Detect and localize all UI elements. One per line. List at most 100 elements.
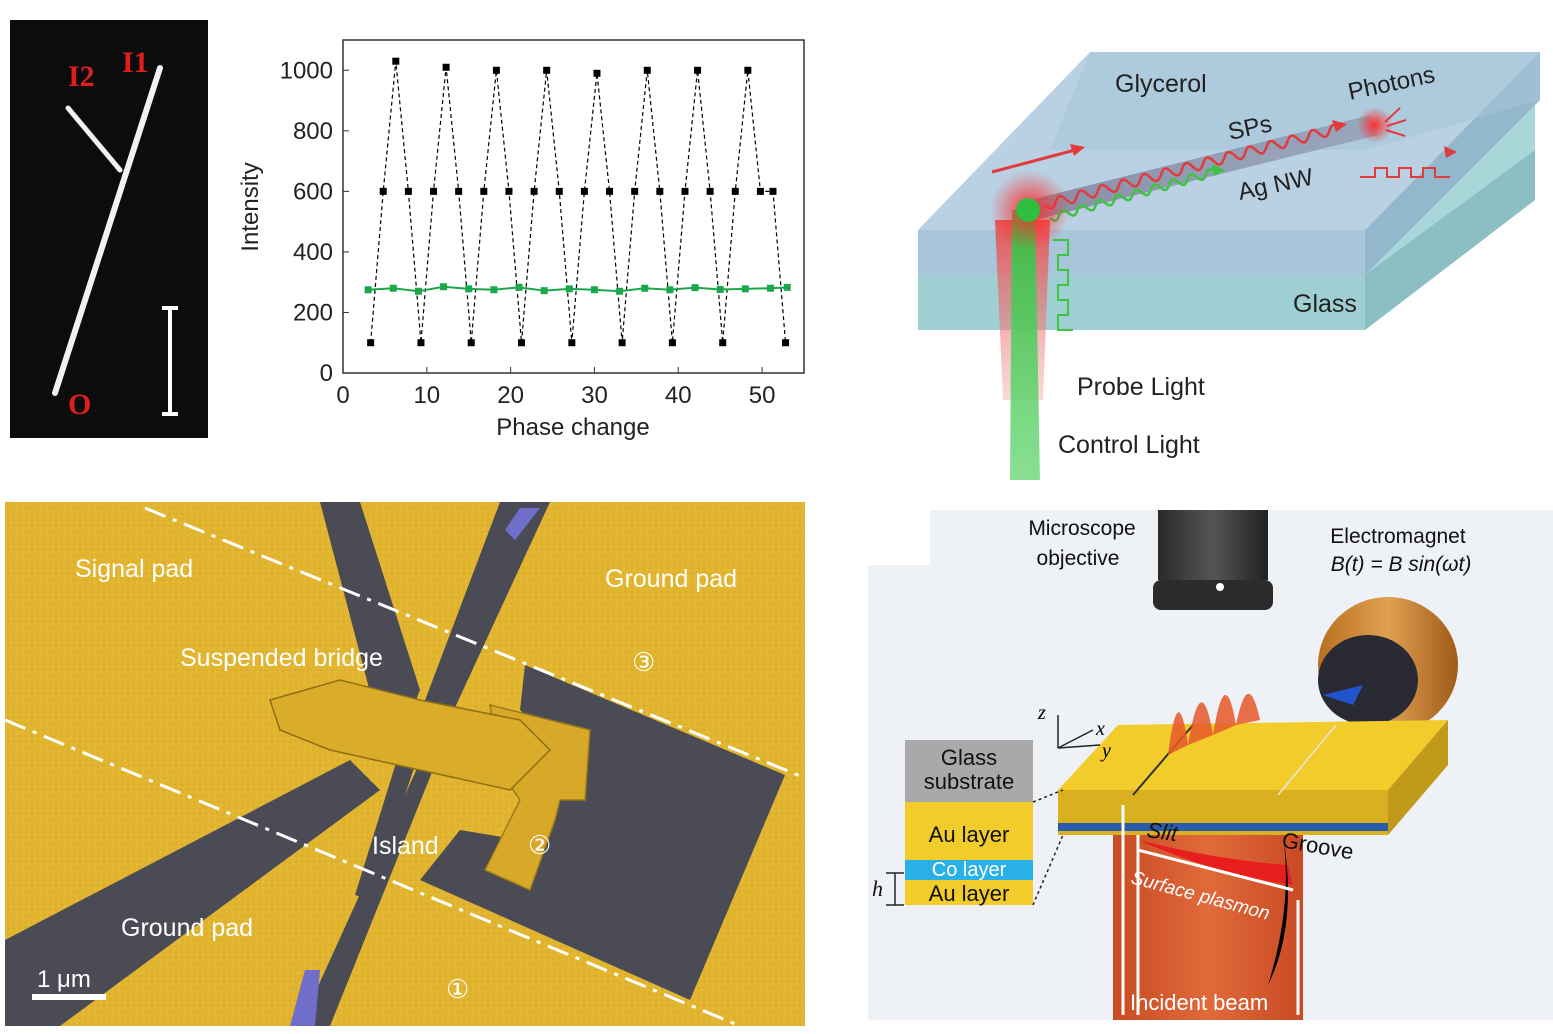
panel-d: z x y Glass substrate Au layer Co layer … xyxy=(868,505,1553,1025)
series-0-point xyxy=(480,187,488,195)
series-0-point xyxy=(455,187,463,195)
x-tick-label: 40 xyxy=(665,382,692,409)
thickness-h-label: h xyxy=(872,876,883,901)
label-suspended-bridge: Suspended bridge xyxy=(180,644,383,672)
series-0-point xyxy=(593,69,601,77)
electromagnet xyxy=(1318,597,1458,733)
y-tick-label: 1000 xyxy=(280,57,333,84)
series-0-point xyxy=(555,187,563,195)
chart-xlabel: Phase change xyxy=(496,414,649,441)
panel-d-svg: z x y Glass substrate Au layer Co layer … xyxy=(868,510,1553,1020)
surface-plasmon-profile xyxy=(1138,840,1293,885)
label-signal-pad: Signal pad xyxy=(75,555,193,583)
output-pulse-arrow xyxy=(1444,146,1457,158)
series-line-1 xyxy=(368,285,788,293)
label-ground-pad-bottom: Ground pad xyxy=(121,914,253,942)
y-tick-label: 800 xyxy=(293,118,333,145)
series-0-point xyxy=(467,339,475,347)
label-control-light: Control Light xyxy=(1058,431,1200,459)
series-0-point xyxy=(606,187,614,195)
photon-arrows xyxy=(1384,107,1407,137)
label-region-1: ① xyxy=(446,974,469,1004)
series-0-point xyxy=(430,187,438,195)
series-1-point xyxy=(641,284,649,292)
label-glass: Glass xyxy=(1293,290,1357,318)
x-tick-label: 10 xyxy=(413,382,440,409)
label-microscope-l1: Microscope xyxy=(1028,517,1135,540)
label-ground-pad-top: Ground pad xyxy=(605,565,737,593)
panel-b-svg: Glycerol Photons SPs Ag NW Glass Probe L… xyxy=(918,52,1540,480)
label-b-field: B(t) = B sin(ωt) xyxy=(1331,553,1472,576)
series-0-point xyxy=(543,66,551,74)
series-0-point xyxy=(719,339,727,347)
label-scale: 1 μm xyxy=(37,966,91,993)
label-glycerol: Glycerol xyxy=(1115,70,1207,98)
sem-blue-tip-bottom xyxy=(290,970,320,1026)
label-i2: I2 xyxy=(68,60,95,93)
series-0-point xyxy=(568,339,576,347)
legend-glass xyxy=(905,740,1033,802)
dash-dot-boundaries xyxy=(4,506,806,1028)
series-1-point xyxy=(540,287,548,295)
series-1-point xyxy=(716,285,724,293)
chart-ylabel: Intensity xyxy=(237,162,264,251)
series-0-point xyxy=(643,66,651,74)
y-tick-label: 600 xyxy=(293,178,333,205)
sem-scale-bar xyxy=(32,994,106,1000)
output-pulse-train xyxy=(1360,167,1450,178)
chart-frame xyxy=(342,39,805,374)
series-1-point xyxy=(783,283,791,291)
panel-c-svg: Signal pad Ground pad Suspended bridge I… xyxy=(4,502,806,1028)
beam-arrows xyxy=(1121,805,1300,1015)
sem-suspended-bridge xyxy=(269,679,552,791)
axis-z-label: z xyxy=(1037,702,1046,724)
label-microscope-l2: objective xyxy=(1037,547,1120,570)
control-pulse-train xyxy=(1053,239,1073,331)
y-tick-label: 0 xyxy=(320,360,333,387)
label-electromagnet: Electromagnet xyxy=(1330,525,1466,548)
legend-co-label: Co layer xyxy=(932,859,1007,881)
plasmon-decay-curve xyxy=(1268,835,1288,985)
series-1-point xyxy=(666,286,674,294)
series-0-point xyxy=(631,187,639,195)
series-0-point xyxy=(379,187,387,195)
label-slit: Slit xyxy=(1145,817,1180,846)
x-tick-label: 20 xyxy=(497,382,524,409)
sem-blue-tip-top xyxy=(505,508,540,540)
series-0-point xyxy=(580,187,588,195)
nanowire-y-branch xyxy=(52,65,163,396)
series-0-point xyxy=(769,187,777,195)
legend-glass-l1: Glass xyxy=(941,745,997,770)
legend-co xyxy=(905,860,1033,880)
control-beam xyxy=(1010,210,1040,480)
series-line-0 xyxy=(370,61,787,343)
label-o: O xyxy=(68,388,91,421)
series-1-point xyxy=(414,287,422,295)
sem-gaps xyxy=(5,502,785,1026)
series-0-point xyxy=(417,339,425,347)
red-wave-arrowhead xyxy=(1332,120,1347,132)
series-0-point xyxy=(618,339,626,347)
x-tick-label: 50 xyxy=(749,382,776,409)
photon-emission-glow xyxy=(1357,107,1393,143)
label-i1: I1 xyxy=(122,46,149,79)
legend-au-bottom-label: Au layer xyxy=(929,881,1010,906)
series-0-point xyxy=(668,339,676,347)
series-0-point xyxy=(731,187,739,195)
series-1-point xyxy=(364,286,372,294)
legend-glass-l2: substrate xyxy=(924,769,1015,794)
x-tick-label: 0 xyxy=(336,382,349,409)
legend-au-top xyxy=(905,802,1033,860)
series-1-point xyxy=(766,284,774,292)
legend-au-bottom xyxy=(905,880,1033,905)
plasmon-peaks xyxy=(1168,693,1260,755)
series-1-point xyxy=(691,284,699,292)
label-region-3: ③ xyxy=(632,647,655,677)
panel-b: Glycerol Photons SPs Ag NW Glass Probe L… xyxy=(900,40,1553,480)
series-0-point xyxy=(404,187,412,195)
y-tick-label: 400 xyxy=(293,239,333,266)
